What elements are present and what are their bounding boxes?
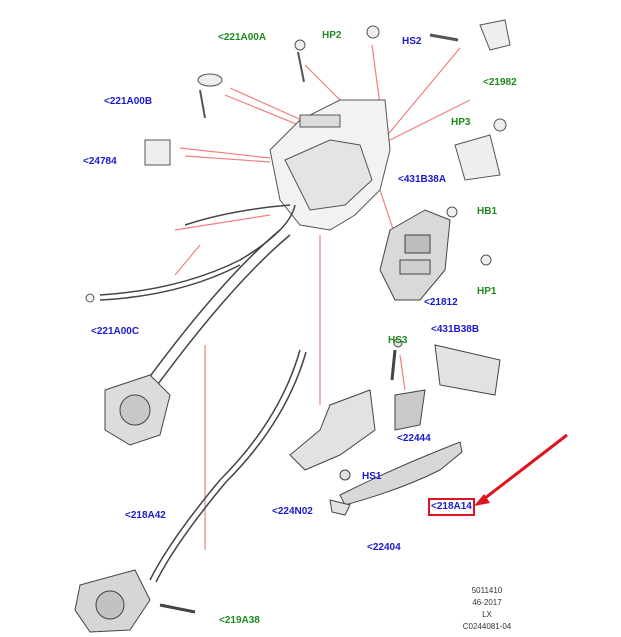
callout-hb1[interactable]: HB1 <box>477 206 498 217</box>
callout-hs1[interactable]: HS1 <box>362 471 382 482</box>
callout-221A00A[interactable]: <221A00A <box>218 32 267 43</box>
callout-hs3[interactable]: HS3 <box>388 335 408 346</box>
callout-221A00C[interactable]: <221A00C <box>91 326 140 337</box>
footer-date: 46-2017 <box>472 598 502 607</box>
callout-21812[interactable]: <21812 <box>424 297 458 308</box>
callout-218A42[interactable]: <218A42 <box>125 510 166 521</box>
highlight-arrow <box>479 433 568 504</box>
latch-219A38 <box>74 569 196 633</box>
cables <box>99 204 307 583</box>
highlight-arrow-head <box>474 494 490 506</box>
leader-lines <box>174 44 471 550</box>
callout-218A14[interactable]: <218A14 <box>428 498 475 516</box>
callout-22404[interactable]: <22404 <box>367 542 401 553</box>
lock-actuator-lower <box>104 374 171 446</box>
door-module-carrier <box>269 99 391 231</box>
callout-22444[interactable]: <22444 <box>397 433 431 444</box>
door-latch-21812 <box>379 209 451 301</box>
footer-model: LX <box>482 610 492 619</box>
footer-ref-number: 5011410 <box>471 586 503 595</box>
callout-431B38A[interactable]: <431B38A <box>398 174 447 185</box>
callout-hp3[interactable]: HP3 <box>451 117 471 128</box>
callout-hs2[interactable]: HS2 <box>402 36 422 47</box>
callout-431B38B[interactable]: <431B38B <box>431 324 480 335</box>
callout-hp2[interactable]: HP2 <box>322 30 342 41</box>
callout-21982[interactable]: <21982 <box>483 77 517 88</box>
callout-221A00B[interactable]: <221A00B <box>104 96 153 107</box>
callout-hp1[interactable]: HP1 <box>477 286 497 297</box>
footer-illustration-id: C0244081-04 <box>462 622 512 631</box>
callout-224N02[interactable]: <224N02 <box>272 506 313 517</box>
callout-219A38[interactable]: <219A38 <box>219 615 260 626</box>
cable-connectors <box>85 19 511 303</box>
callout-24784[interactable]: <24784 <box>83 156 117 167</box>
outside-handle-assembly <box>289 338 501 516</box>
